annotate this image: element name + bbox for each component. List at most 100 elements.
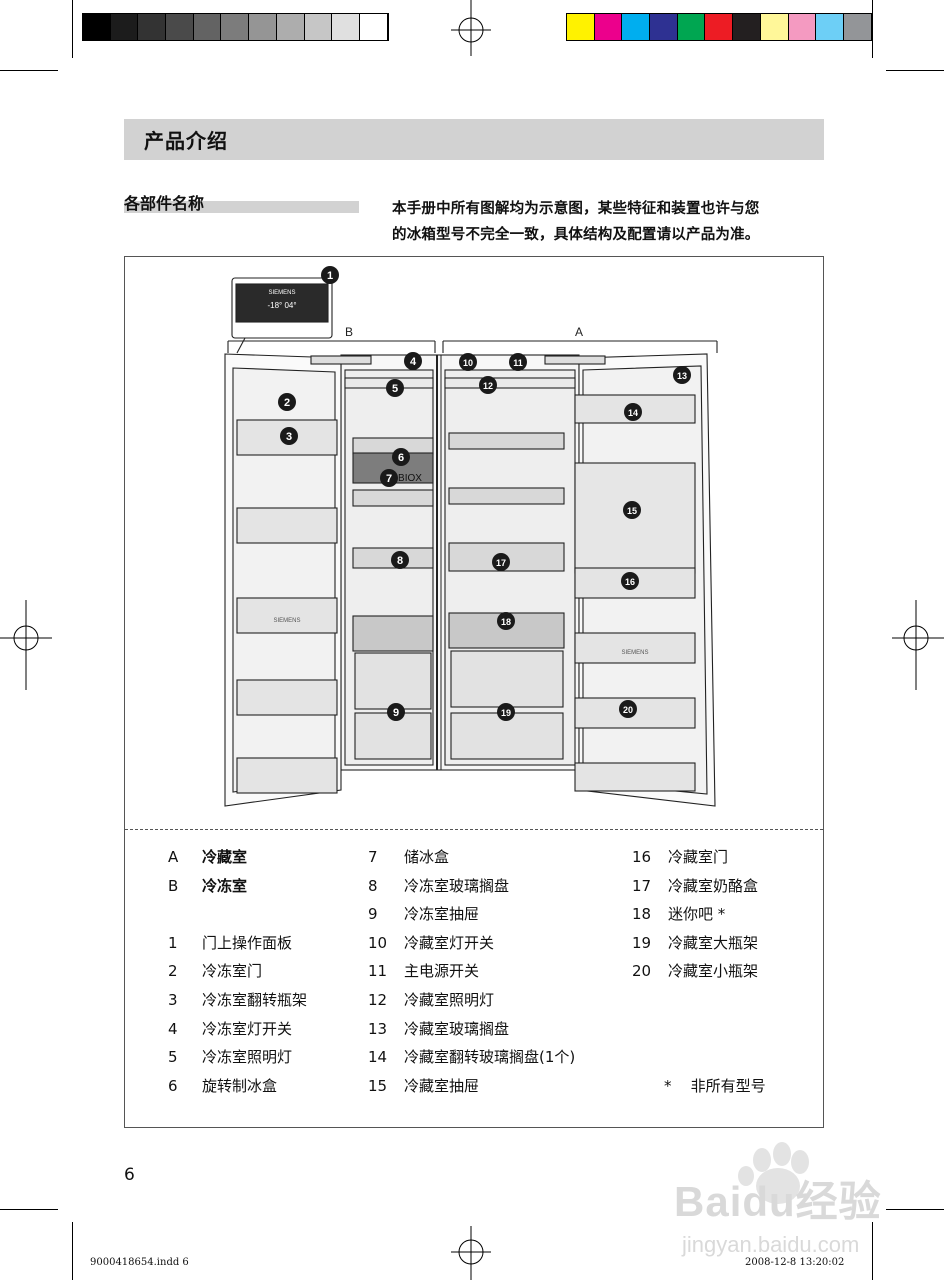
legend-number: 14 [368,1048,388,1067]
color-swatch [650,14,678,40]
legend-number: 13 [368,1019,388,1038]
intro-text: 本手册中所有图解均为示意图，某些特征和装置也许与您 的冰箱型号不完全一致，具体结… [392,196,832,248]
legend-number: 20 [632,962,652,981]
legend-label: 冷冻室抽屉 [404,905,480,924]
svg-text:12: 12 [483,381,493,391]
intro-line-1: 本手册中所有图解均为示意图，某些特征和装置也许与您 [392,201,760,217]
registration-mark-bottom [451,1226,491,1280]
legend-number: 4 [168,1019,178,1038]
svg-text:14: 14 [628,408,638,418]
callout-12: 12 [479,376,497,394]
color-swatch [816,14,844,40]
legend-number: 6 [168,1076,178,1095]
legend-number: B [168,876,179,895]
legend-number: A [168,848,179,866]
legend-label: 冷冻室 [202,876,248,895]
callout-7: 7 [380,469,398,487]
gray-swatch [304,14,333,40]
svg-text:3: 3 [286,431,292,443]
svg-text:6: 6 [398,452,404,464]
registration-mark-left [0,600,52,690]
callout-17: 17 [492,553,510,571]
legend-item: 3 冷冻室翻转瓶架 [168,989,307,1010]
note-text: 非所有型号 [690,1077,766,1095]
svg-text:17: 17 [496,558,506,568]
watermark-url: jingyan.baidu.com [682,1232,860,1257]
callout-13: 13 [673,366,691,384]
legend-number: 1 [168,933,178,952]
color-swatch [594,14,623,40]
gray-swatch [276,14,305,40]
footer-timestamp: 2008-12-8 13:20:02 [745,1257,845,1268]
legend-label: 冷藏室 [202,848,248,866]
legend-number: 12 [368,991,388,1009]
svg-text:1: 1 [327,270,333,282]
legend-label: 冷冻室玻璃搁盘 [404,876,510,895]
legend-label: 冷藏室灯开关 [404,933,495,952]
legend-number: 3 [168,991,178,1009]
crop-mark [886,1209,944,1210]
dashed-divider [125,829,823,830]
callout-9: 9 [387,703,405,721]
legend-item: 10 冷藏室灯开关 [368,932,494,953]
gray-swatch [83,14,111,40]
legend-label: 旋转制冰盒 [202,1076,278,1095]
diagram-frame [124,256,824,1128]
svg-text:15: 15 [627,506,637,516]
callout-10: 10 [459,353,477,371]
svg-text:20: 20 [623,705,633,715]
color-swatch [788,14,817,40]
registration-mark-right [892,600,944,690]
footer-file-info: 9000418654.indd 6 [90,1257,189,1268]
legend-label: 冷藏室照明灯 [404,991,495,1009]
legend-label: 冷冻室灯开关 [202,1019,293,1038]
svg-text:2: 2 [284,397,290,409]
gray-swatch [193,14,222,40]
legend-label: 冷藏室小瓶架 [668,962,759,981]
legend-label: 冷冻室照明灯 [202,1048,293,1067]
legend-number: 8 [368,876,378,895]
legend-item: B 冷冻室 [168,875,247,896]
gray-swatch [332,14,360,40]
legend-number: 2 [168,962,178,981]
legend-item: 4 冷冻室灯开关 [168,1018,292,1039]
callout-3: 3 [280,427,298,445]
svg-text:13: 13 [677,371,687,381]
callout-14: 14 [624,403,642,421]
crop-mark [0,1209,58,1210]
section-heading-bar [124,201,359,213]
legend-number: 11 [368,962,388,981]
page-title: 产品介绍 [144,129,228,153]
legend-number: 17 [632,876,652,895]
gray-swatch [249,14,277,40]
fridge-illustration: SIEMENS -18° 04° B A SIEMENS SIEMENS BIO… [224,266,718,807]
legend-item: 2 冷冻室门 [168,960,262,981]
svg-text:8: 8 [397,555,403,567]
legend-label: 冷藏室抽屉 [404,1076,480,1095]
gray-swatch [221,14,250,40]
legend-item: A 冷藏室 [168,846,247,867]
legend-number: 10 [368,933,388,952]
legend-number: 5 [168,1048,178,1067]
callout-8: 8 [391,551,409,569]
intro-line-2: 的冰箱型号不完全一致，具体结构及配置请以产品为准。 [392,227,760,243]
legend-number: 18 [632,905,652,924]
legend-item: 15 冷藏室抽屉 [368,1075,479,1096]
crop-mark [72,0,73,58]
legend-number: 19 [632,933,652,952]
legend-label: 冷冻室翻转瓶架 [202,991,308,1009]
callout-16: 16 [621,572,639,590]
registration-mark-top [451,0,491,56]
legend-label: 冷冻室门 [202,962,263,981]
gray-swatch [166,14,194,40]
legend-item: 12 冷藏室照明灯 [368,989,494,1010]
legend-item: 13 冷藏室玻璃搁盘 [368,1018,509,1039]
legend-label: 冷藏室玻璃搁盘 [404,1019,510,1038]
legend-number: 15 [368,1076,388,1095]
